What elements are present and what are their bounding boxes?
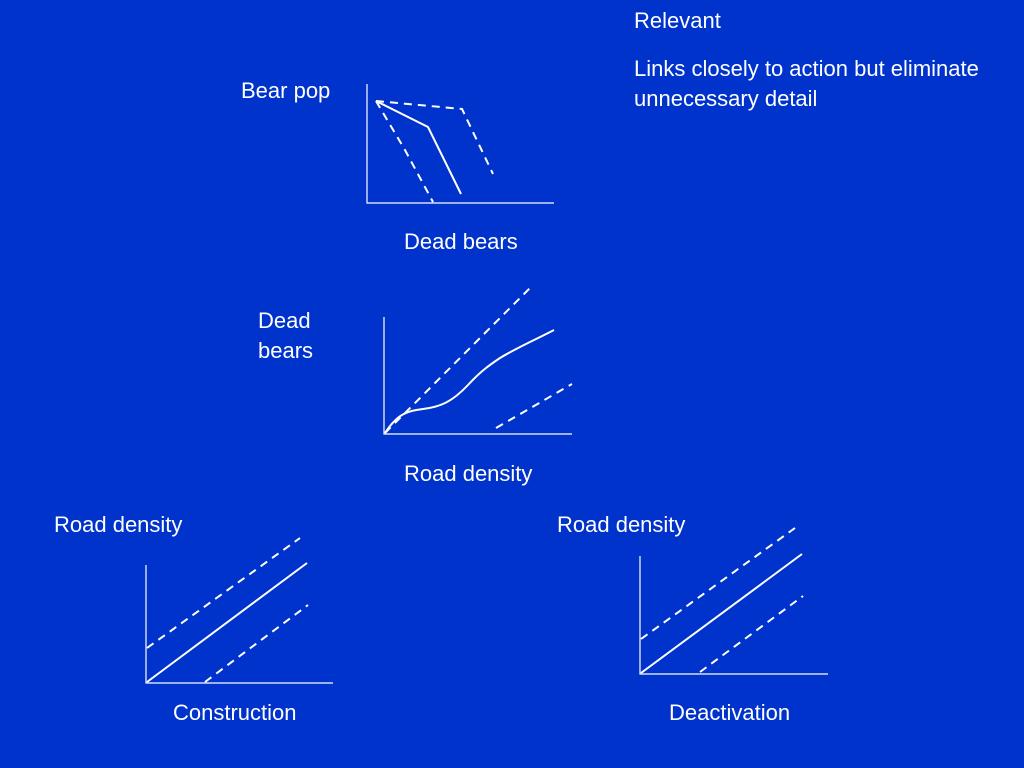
construction-graph-upper-bound (146, 537, 301, 649)
bear-pop-graph-axes (366, 84, 554, 204)
deactivation-graph (639, 527, 828, 675)
construction-graph-xlabel: Construction (173, 700, 297, 725)
construction-graph-ylabel: Road density (54, 512, 183, 537)
deactivation-graph-xlabel: Deactivation (669, 700, 791, 725)
deactivation-graph-main-line (640, 553, 803, 674)
bear-pop-graph-upper-bound (375, 100, 494, 175)
construction-graph-axes (145, 565, 333, 684)
notes-title: Relevant (634, 8, 721, 33)
notes-body: Links closely to action but eliminate un… (634, 56, 979, 111)
bear-pop-graph (366, 84, 554, 204)
bear-pop-graph-xlabel: Dead bears (404, 229, 518, 254)
construction-graph-lower-bound (204, 604, 309, 683)
deactivation-graph-upper-bound (640, 527, 796, 640)
bear-pop-graph-ylabel: Bear pop (241, 78, 331, 103)
bear-pop-graph-lower-bound (375, 100, 434, 203)
construction-graph (145, 537, 333, 684)
dead-bears-graph-axes (383, 317, 572, 435)
dead-bears-graph-upper-bound (384, 287, 531, 434)
construction-graph-main-line (146, 562, 308, 683)
dead-bears-graph-main-line (384, 329, 555, 434)
dead-bears-graph-ylabel: Dead bears (258, 308, 314, 363)
dead-bears-graph-xlabel: Road density (404, 461, 533, 486)
deactivation-graph-lower-bound (699, 595, 804, 673)
dead-bears-graph-lower-bound (495, 383, 573, 429)
bear-pop-graph-main-line (375, 100, 462, 195)
dead-bears-graph (383, 287, 573, 435)
deactivation-graph-axes (639, 556, 828, 675)
deactivation-graph-ylabel: Road density (557, 512, 686, 537)
